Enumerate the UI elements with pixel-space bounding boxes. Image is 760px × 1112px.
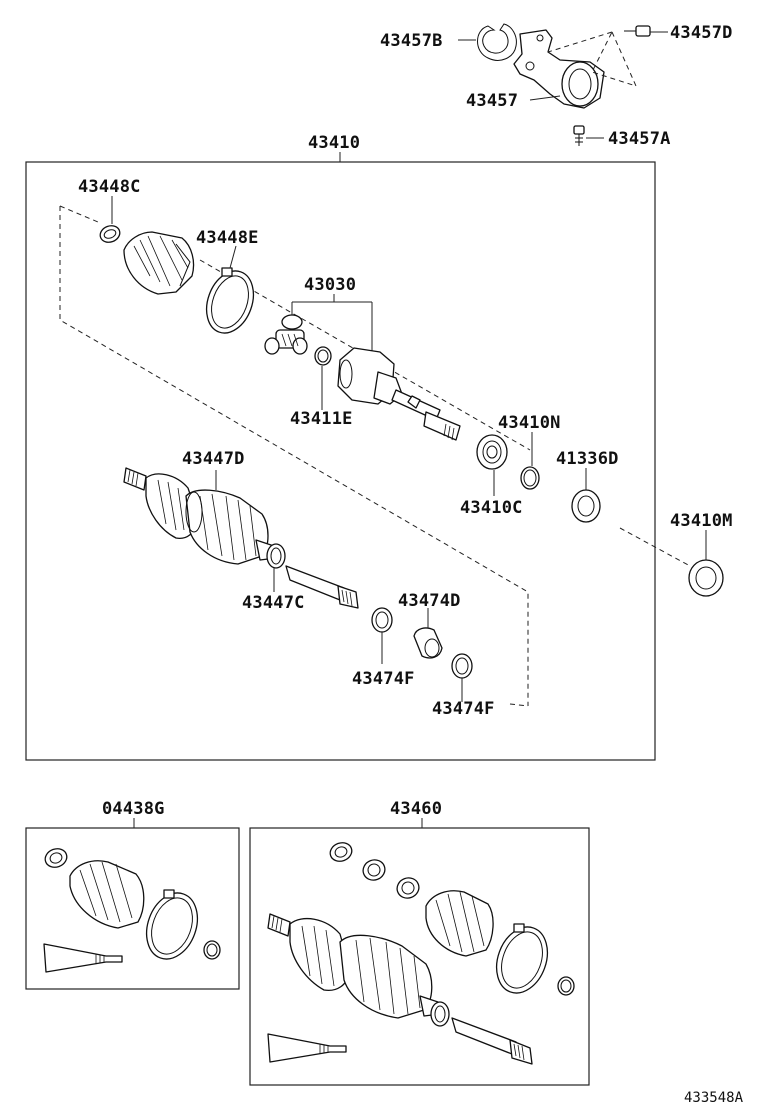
inboard-joint-housing xyxy=(337,347,461,441)
label-43457A: 43457A xyxy=(608,129,671,149)
label-43410C: 43410C xyxy=(460,498,523,518)
bolt-43457A xyxy=(573,125,585,146)
label-43411E: 43411E xyxy=(290,409,353,429)
ring-43474F-lower xyxy=(451,653,473,679)
label-43460: 43460 xyxy=(390,799,442,819)
driveshaft-assembly-43460 xyxy=(267,842,575,1065)
bearing-43410C xyxy=(476,434,508,470)
clamp-43448E xyxy=(205,267,255,334)
frame-04438G xyxy=(25,827,240,990)
label-43457B: 43457B xyxy=(380,31,443,51)
bearing-bracket-assembly xyxy=(458,23,668,146)
label-43410: 43410 xyxy=(308,133,360,153)
snap-ring-43411E xyxy=(314,346,332,366)
label-43457: 43457 xyxy=(466,91,518,111)
label-41336D: 41336D xyxy=(556,449,619,469)
outboard-joint-assembly xyxy=(123,467,359,609)
damper-43474D xyxy=(413,627,443,659)
label-43410N: 43410N xyxy=(498,413,561,433)
tripod-joint xyxy=(264,314,308,355)
seal-43410M xyxy=(688,559,724,597)
boot-kit-04438G xyxy=(43,848,221,973)
label-43474F-a: 43474F xyxy=(352,669,415,689)
clamp-43448C xyxy=(99,225,121,243)
frame-43460 xyxy=(249,827,590,1086)
label-43474F-b: 43474F xyxy=(432,699,495,719)
inner-boot xyxy=(123,231,195,295)
label-43447C: 43447C xyxy=(242,593,305,613)
snap-ring-43410N xyxy=(520,466,540,490)
figure-id: 433548A xyxy=(684,1090,744,1106)
label-43030: 43030 xyxy=(304,275,356,295)
snap-ring-43457B xyxy=(477,23,517,61)
frame-43410 xyxy=(25,161,656,761)
label-43457D: 43457D xyxy=(670,23,733,43)
label-04438G: 04438G xyxy=(102,799,165,819)
bracket-bearing-ring xyxy=(561,61,599,107)
ring-43474F-upper xyxy=(371,607,393,633)
bolt-43457D xyxy=(624,25,651,37)
clamp-43447C xyxy=(266,543,286,569)
oil-seal-41336D xyxy=(571,489,601,523)
label-43448C: 43448C xyxy=(78,177,141,197)
label-43474D: 43474D xyxy=(398,591,461,611)
label-43447D: 43447D xyxy=(182,449,245,469)
grease-tube xyxy=(43,943,123,973)
label-43410M: 43410M xyxy=(670,511,733,531)
label-43448E: 43448E xyxy=(196,228,259,248)
